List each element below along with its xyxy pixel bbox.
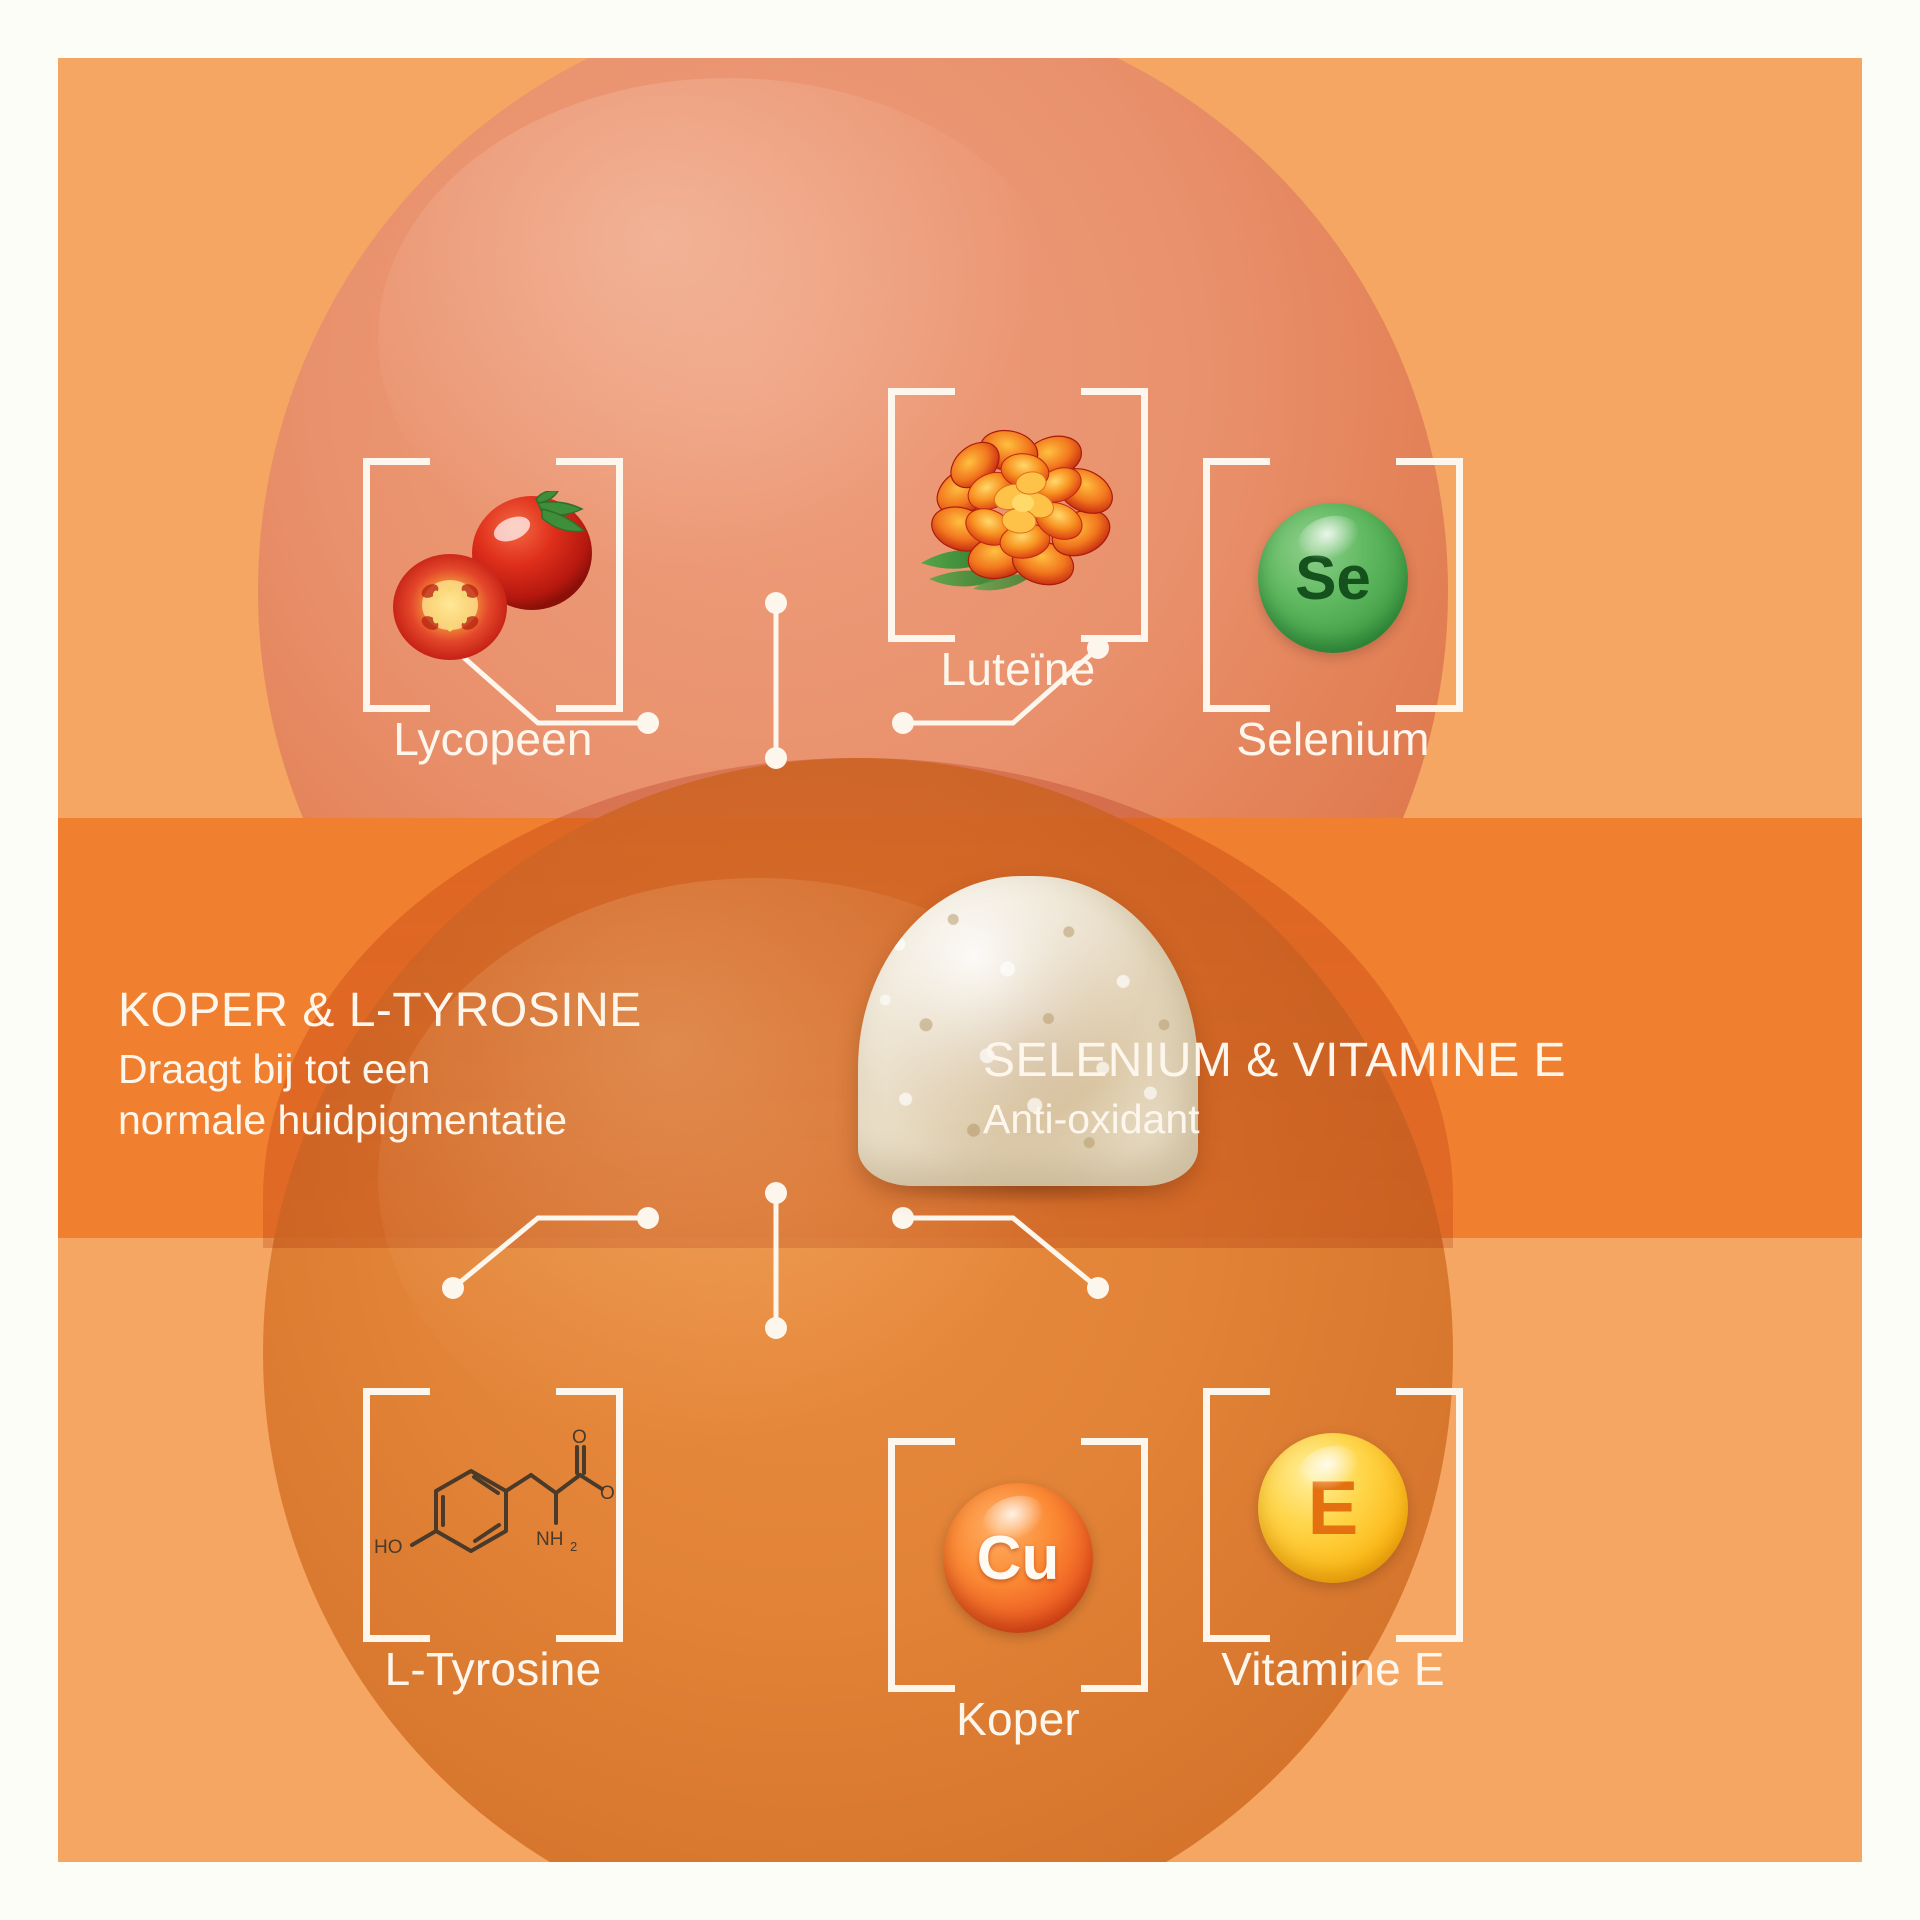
node-luteine[interactable]: Luteïne [848, 388, 1188, 696]
bracket-frame-l-tyrosine: HO O OH NH 2 [363, 1388, 629, 1642]
benefit-right-subtitle: Anti-oxidant [983, 1096, 1200, 1143]
node-label-vitamine-e: Vitamine E [1221, 1643, 1445, 1695]
node-lycopeen[interactable]: Lycopeen [323, 458, 663, 766]
bracket-frame-lycopeen [363, 458, 623, 712]
molecule-label-oh: OH [600, 1483, 618, 1504]
node-label-selenium: Selenium [1236, 713, 1430, 765]
marigold-flower-icon [913, 413, 1123, 603]
bracket-frame-luteine [888, 388, 1148, 642]
vitamin-e-symbol: E [1307, 1465, 1359, 1551]
benefit-left-subtitle: Draagt bij tot een normale huidpigmentat… [118, 1046, 567, 1144]
benefit-block-right: SELENIUM & VITAMINE E Anti-oxidant [983, 1033, 1566, 1145]
selenium-symbol: Se [1295, 543, 1371, 613]
copper-symbol: Cu [976, 1523, 1060, 1593]
copper-sphere-icon: Cu [943, 1483, 1093, 1633]
node-l-tyrosine[interactable]: HO O OH NH 2 L-Tyrosine [323, 1388, 663, 1696]
benefit-left-title: KOPER & L-TYROSINE [118, 984, 642, 1037]
node-label-koper: Koper [956, 1693, 1080, 1745]
selenium-sphere-icon: Se [1258, 503, 1408, 653]
vitamin-e-sphere-icon: E [1258, 1433, 1408, 1583]
molecule-label-nh2-sub: 2 [570, 1539, 577, 1554]
tomato-icon [386, 489, 601, 666]
benefit-right-title: SELENIUM & VITAMINE E [983, 1034, 1567, 1087]
node-selenium[interactable]: Se Selenium [1163, 458, 1503, 766]
node-vitamine-e[interactable]: E Vitamine E [1163, 1388, 1503, 1696]
infographic-canvas: Lycopeen [58, 58, 1862, 1862]
bracket-frame-vitamine-e: E [1203, 1388, 1463, 1642]
node-label-l-tyrosine: L-Tyrosine [384, 1643, 602, 1695]
node-label-lycopeen: Lycopeen [393, 713, 593, 765]
tyrosine-molecule-icon: HO O OH NH 2 [368, 1413, 629, 1603]
node-koper[interactable]: Cu Koper [848, 1438, 1188, 1746]
molecule-label-nh2: NH [536, 1529, 563, 1550]
molecule-label-ho: HO [374, 1537, 403, 1558]
gummy-candy-image [858, 876, 1198, 1204]
bracket-frame-selenium: Se [1203, 458, 1463, 712]
molecule-label-o: O [572, 1427, 587, 1448]
node-label-luteine: Luteïne [940, 643, 1096, 695]
gummy-sugar-texture [858, 876, 1198, 1186]
bracket-frame-koper: Cu [888, 1438, 1148, 1692]
bottom-circle-background [263, 758, 1453, 1862]
benefit-block-left: KOPER & L-TYROSINE Draagt bij tot een no… [118, 983, 642, 1147]
gummy-body [858, 876, 1198, 1186]
